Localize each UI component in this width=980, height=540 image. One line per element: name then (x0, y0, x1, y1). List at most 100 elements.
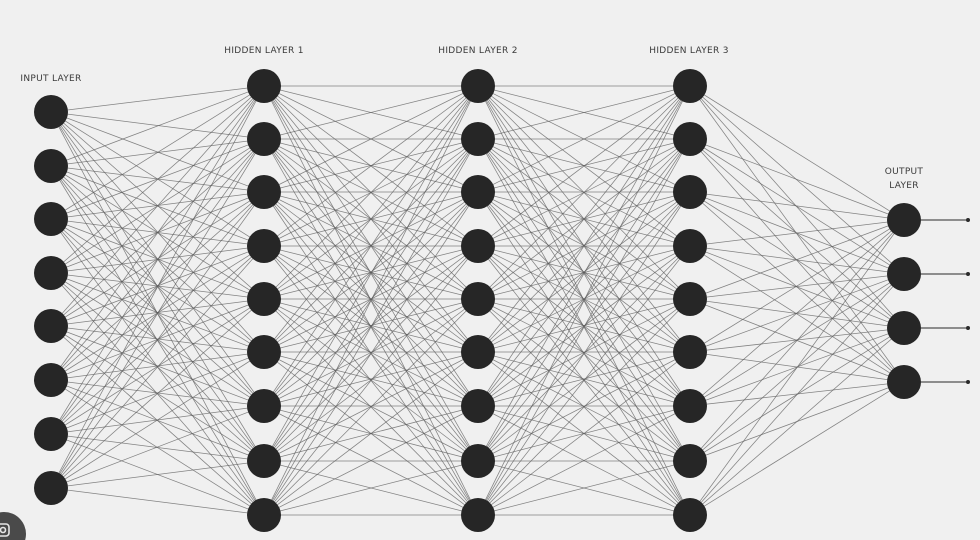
connection-input-3-to-hidden1-2 (50, 138, 265, 220)
output-layer-label-line-2: LAYER (889, 181, 919, 191)
input-neuron-6 (34, 363, 68, 397)
hidden3-neuron-5 (673, 282, 707, 316)
output-layer-label-line-1: OUTPUT (885, 167, 924, 177)
connection-hidden2-5-to-hidden3-1 (477, 85, 691, 300)
input-neuron-7 (34, 417, 68, 451)
connection-input-8-to-hidden1-9 (50, 487, 265, 516)
connection-hidden3-9-to-output-4 (689, 381, 905, 516)
output-neuron-3 (887, 311, 921, 345)
lens-icon[interactable] (0, 512, 26, 540)
connection-hidden3-5-to-output-1 (689, 219, 905, 300)
hidden1-neuron-1 (247, 69, 281, 103)
connection-input-5-to-hidden1-6 (50, 325, 265, 353)
hidden1-neuron-5 (247, 282, 281, 316)
connection-hidden3-9-to-output-1 (689, 219, 905, 516)
connection-hidden3-9-to-output-2 (689, 273, 905, 516)
connection-hidden3-4-to-output-2 (689, 245, 905, 275)
connection-hidden3-1-to-output-3 (689, 85, 905, 329)
connection-hidden3-8-to-output-1 (689, 219, 905, 462)
connection-input-8-to-hidden1-8 (50, 460, 265, 489)
connection-hidden2-6-to-hidden3-5 (477, 298, 691, 353)
connection-input-7-to-hidden1-8 (50, 433, 265, 462)
connection-input-8-to-hidden1-7 (50, 405, 265, 489)
connection-input-8-to-hidden1-4 (50, 245, 265, 489)
connection-hidden1-9-to-hidden2-2 (263, 138, 479, 516)
connection-hidden2-9-to-hidden3-8 (477, 460, 691, 516)
connection-input-3-to-hidden1-1 (50, 85, 265, 220)
output-arrows (921, 218, 970, 384)
connection-hidden2-9-to-hidden3-6 (477, 351, 691, 516)
hidden2-neuron-6 (461, 335, 495, 369)
connection-input-1-to-hidden1-2 (50, 111, 265, 140)
connection-input-6-to-hidden1-1 (50, 85, 265, 381)
connection-hidden1-9-to-hidden2-1 (263, 85, 479, 516)
hidden2-neuron-2 (461, 122, 495, 156)
hidden2-neuron-4 (461, 229, 495, 263)
connection-hidden3-4-to-output-4 (689, 245, 905, 383)
connection-hidden3-1-to-output-2 (689, 85, 905, 275)
output-arrow-head-4 (966, 380, 970, 384)
connection-hidden3-7-to-output-1 (689, 219, 905, 407)
connection-hidden1-7-to-hidden2-2 (263, 138, 479, 407)
hidden3-neuron-7 (673, 389, 707, 423)
hidden3-neuron-9 (673, 498, 707, 532)
connection-hidden1-2-to-hidden2-1 (263, 85, 479, 140)
input-neuron-4 (34, 256, 68, 290)
hidden3-neuron-8 (673, 444, 707, 478)
output-arrow-head-3 (966, 326, 970, 330)
hidden2-neuron-5 (461, 282, 495, 316)
connection-hidden1-9-to-hidden2-4 (263, 245, 479, 516)
connection-input-7-to-hidden1-1 (50, 85, 265, 435)
connection-hidden1-3-to-hidden2-1 (263, 85, 479, 193)
connection-hidden2-9-to-hidden3-7 (477, 405, 691, 516)
hidden1-neuron-7 (247, 389, 281, 423)
hidden-layer-2-label: HIDDEN LAYER 2 (438, 46, 517, 56)
hidden1-neuron-3 (247, 175, 281, 209)
hidden2-neuron-9 (461, 498, 495, 532)
connection-input-5-to-hidden1-1 (50, 85, 265, 327)
hidden3-neuron-4 (673, 229, 707, 263)
input-neuron-8 (34, 471, 68, 505)
connection-input-1-to-hidden1-1 (50, 85, 265, 113)
connection-hidden2-6-to-hidden3-1 (477, 85, 691, 353)
hidden-layer-3-label: HIDDEN LAYER 3 (649, 46, 728, 56)
input-neuron-1 (34, 95, 68, 129)
connection-hidden1-7-to-hidden2-3 (263, 191, 479, 407)
connection-hidden2-2-to-hidden3-1 (477, 85, 691, 140)
hidden-layer-1-label: HIDDEN LAYER 1 (224, 46, 303, 56)
connection-input-1-to-hidden1-3 (50, 111, 265, 193)
input-layer-label: INPUT LAYER (20, 74, 81, 84)
output-layer-label: OUTPUT LAYER (885, 167, 924, 191)
connection-hidden1-9-to-hidden2-8 (263, 460, 479, 516)
connection-hidden3-5-to-output-2 (689, 273, 905, 300)
hidden1-neuron-2 (247, 122, 281, 156)
connection-hidden1-9-to-hidden2-5 (263, 298, 479, 516)
neurons (34, 69, 921, 532)
connection-hidden1-7-to-hidden2-5 (263, 298, 479, 407)
connection-hidden3-2-to-output-2 (689, 138, 905, 275)
connection-hidden3-3-to-output-1 (689, 191, 905, 221)
output-arrow-head-2 (966, 272, 970, 276)
input-neuron-3 (34, 202, 68, 236)
hidden2-neuron-7 (461, 389, 495, 423)
input-neuron-2 (34, 149, 68, 183)
hidden3-neuron-6 (673, 335, 707, 369)
connection-hidden1-6-to-hidden2-5 (263, 298, 479, 353)
connection-hidden2-8-to-hidden3-1 (477, 85, 691, 462)
hidden1-neuron-4 (247, 229, 281, 263)
connection-hidden3-5-to-output-3 (689, 298, 905, 329)
connection-input-1-to-hidden1-6 (50, 111, 265, 353)
input-neuron-5 (34, 309, 68, 343)
output-arrow-head-1 (966, 218, 970, 222)
connection-input-8-to-hidden1-1 (50, 85, 265, 489)
connection-hidden3-2-to-output-1 (689, 138, 905, 221)
connection-input-8-to-hidden1-2 (50, 138, 265, 489)
connection-hidden1-6-to-hidden2-1 (263, 85, 479, 353)
connection-hidden2-9-to-hidden3-5 (477, 298, 691, 516)
connection-hidden1-7-to-hidden2-6 (263, 351, 479, 407)
hidden1-neuron-6 (247, 335, 281, 369)
connection-hidden2-7-to-hidden3-1 (477, 85, 691, 407)
connection-hidden1-9-to-hidden2-7 (263, 405, 479, 516)
output-neuron-1 (887, 203, 921, 237)
